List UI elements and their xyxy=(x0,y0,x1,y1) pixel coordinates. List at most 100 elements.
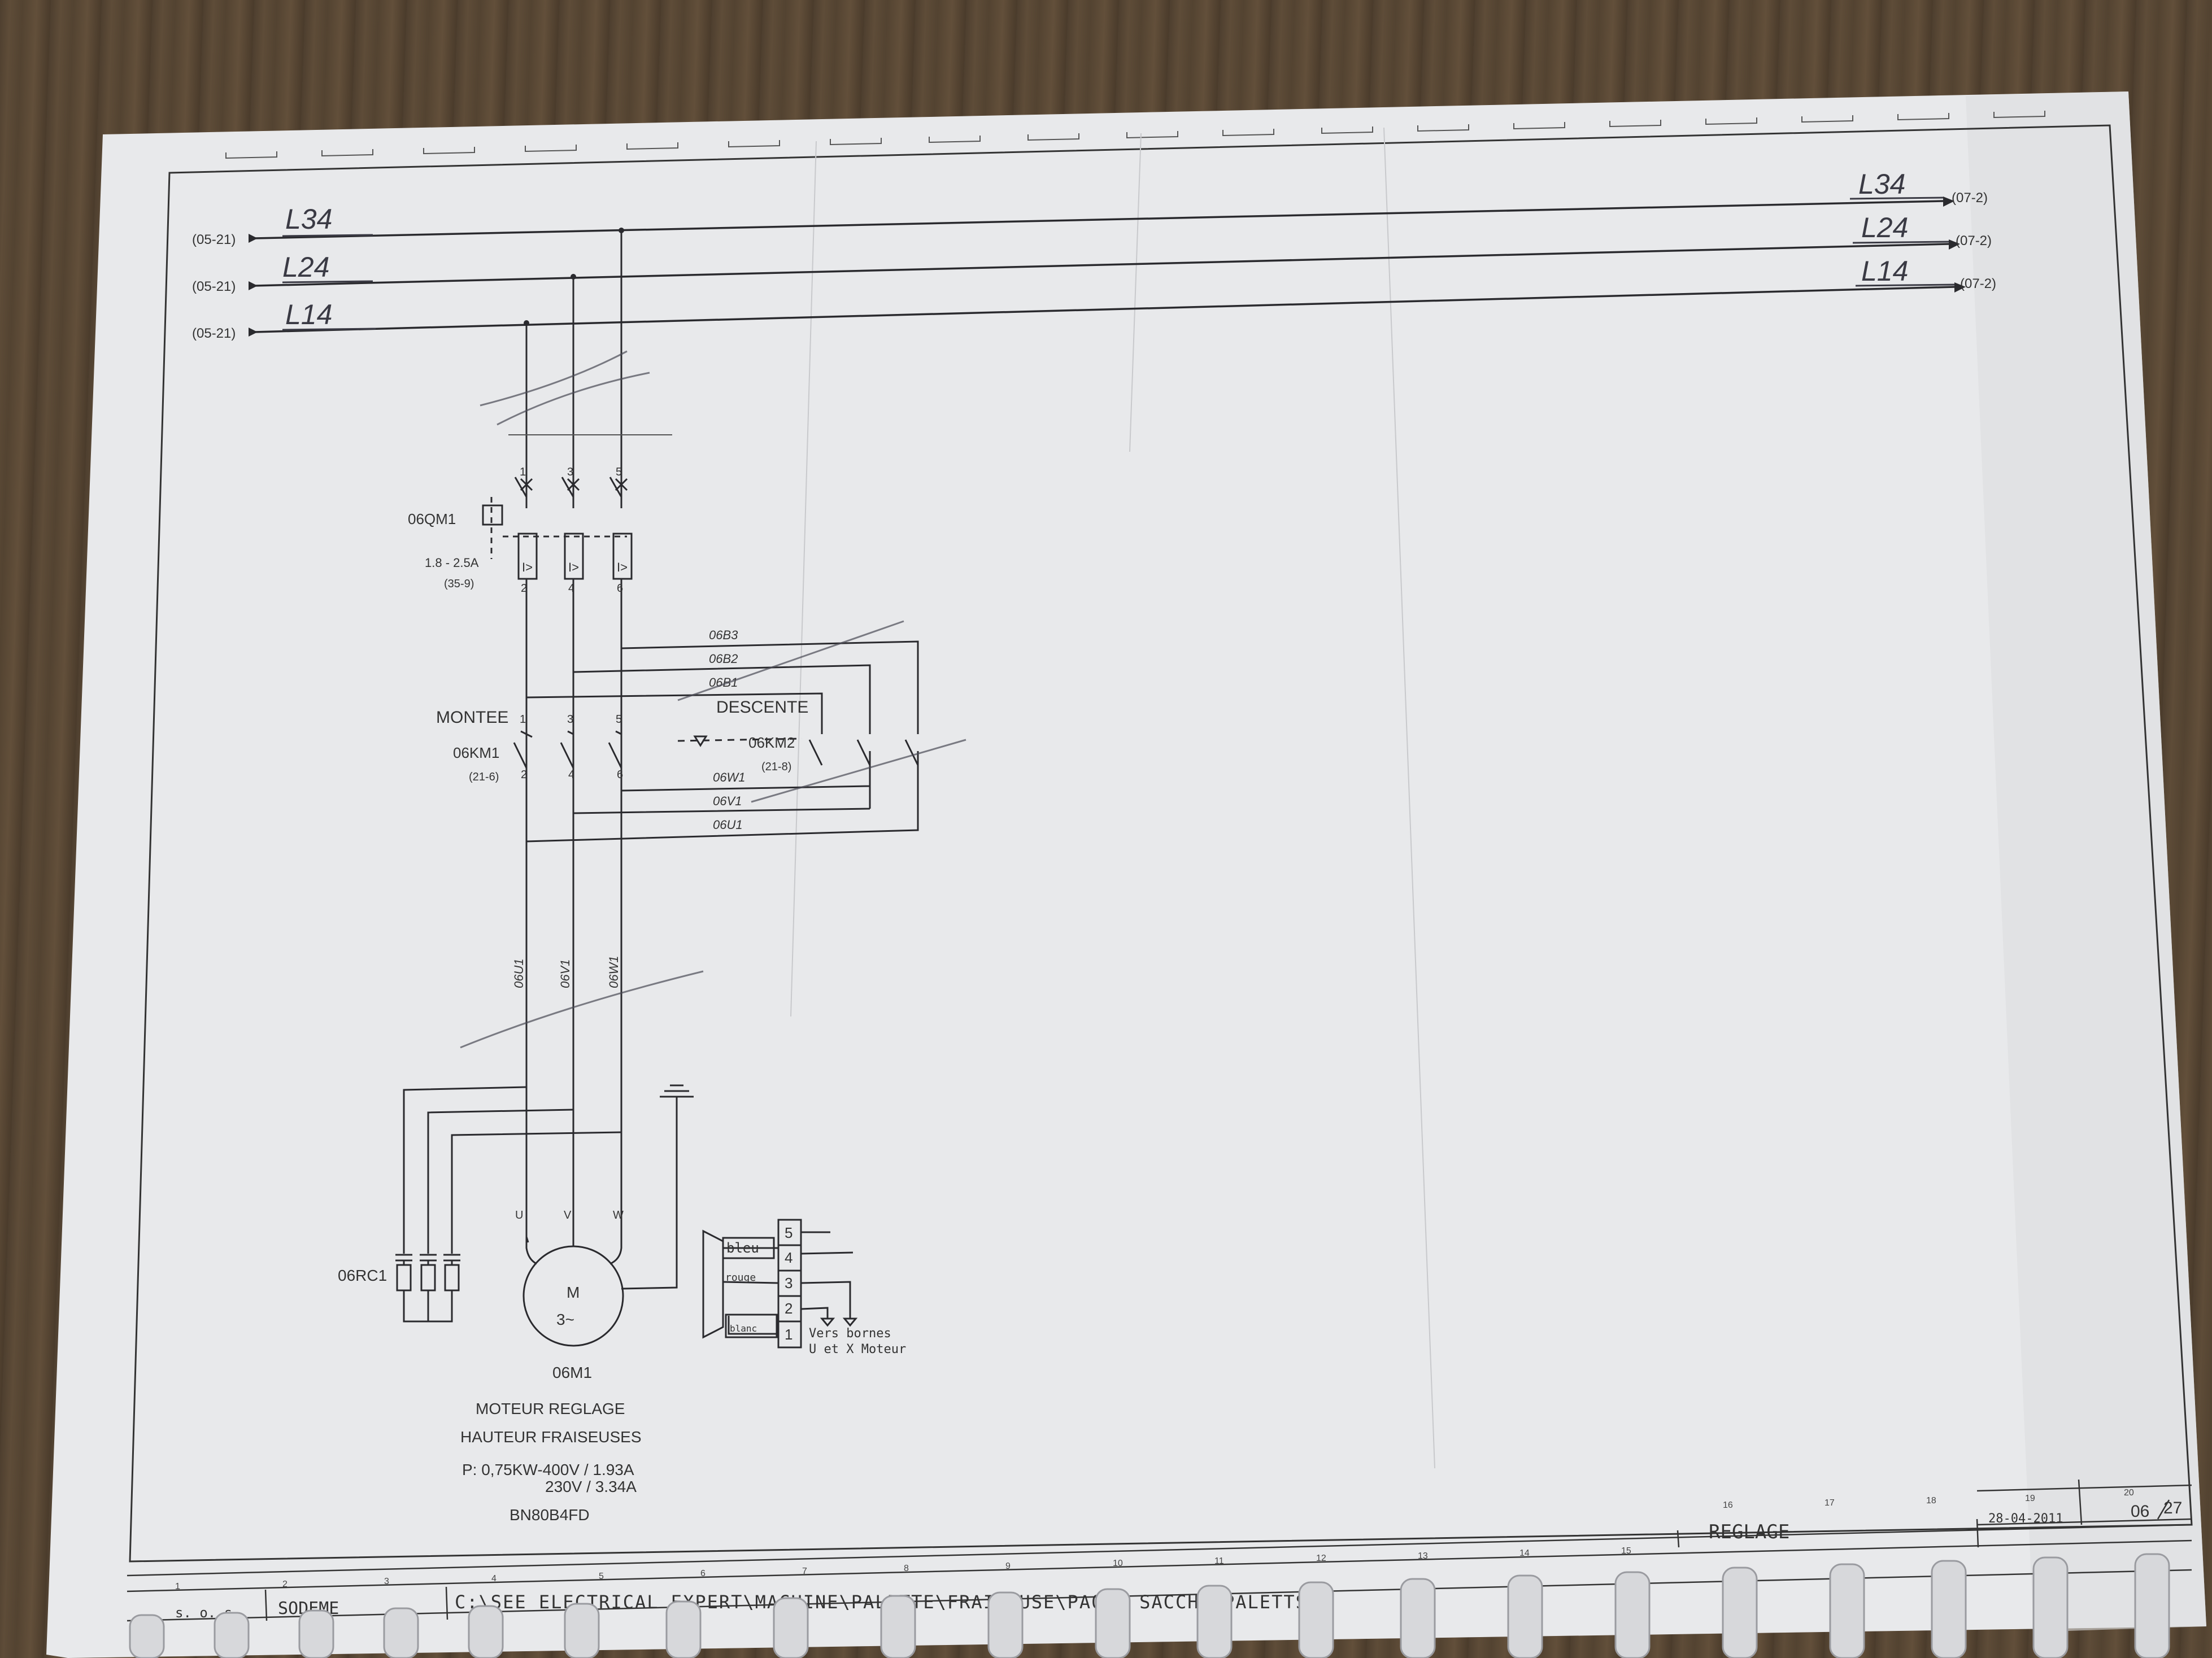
motor-title-line1: MOTEUR REGLAGE xyxy=(476,1400,625,1417)
column-number-19: 19 xyxy=(2025,1494,2035,1503)
handwritten-underlines xyxy=(282,197,1955,331)
column-number-9: 9 xyxy=(1005,1561,1011,1571)
breaker-terminal-4: 4 xyxy=(568,582,574,595)
handwritten-label-l34-right: L34 xyxy=(1858,168,1905,200)
section-name: REGLAGE xyxy=(1709,1521,1789,1543)
trip-symbol-2: I> xyxy=(568,560,579,574)
column-number-6: 6 xyxy=(700,1569,706,1578)
column-number-11: 11 xyxy=(1214,1556,1224,1566)
terminal-number-1: 1 xyxy=(785,1326,793,1343)
page-slash xyxy=(2157,1499,2170,1520)
wire-label-06b2: 06B2 xyxy=(709,652,738,666)
contactor-down-id: 06KM2 xyxy=(748,734,795,751)
wire-color-rouge: rouge xyxy=(725,1272,756,1284)
column-number-8: 8 xyxy=(904,1564,909,1573)
motor-feed-conductors xyxy=(525,841,622,1242)
bus-lines xyxy=(254,200,1955,333)
motor-id: 06M1 xyxy=(552,1364,592,1381)
breaker-id: 06QM1 xyxy=(408,511,456,527)
column-number-10: 10 xyxy=(1113,1559,1123,1568)
bus-to-ref-l14: (07-2) xyxy=(1960,276,1996,291)
brake-terminal-block xyxy=(702,1219,858,1349)
terminal-number-2: 2 xyxy=(785,1300,793,1317)
pencil-strike-marks xyxy=(460,350,966,1049)
motor-symbol: M xyxy=(567,1284,580,1301)
trip-symbol-1: I> xyxy=(522,560,533,574)
column-number-18: 18 xyxy=(1926,1496,1936,1506)
handwritten-label-l14-left: L14 xyxy=(285,299,332,330)
column-number-7: 7 xyxy=(802,1567,807,1576)
rc-filter-id: 06RC1 xyxy=(338,1267,387,1284)
breaker-06qm1 xyxy=(482,477,633,841)
motor-cable-06u1: 06U1 xyxy=(512,958,526,988)
contactor-06km1 xyxy=(513,730,622,769)
wire-label-06b3: 06B3 xyxy=(709,628,738,642)
breaker-range: 1.8 - 2.5A xyxy=(425,556,479,570)
bus-to-ref-l34: (07-2) xyxy=(1952,190,1988,206)
contactor-up-ref: (21-6) xyxy=(469,771,499,783)
wire-label-06v1: 06V1 xyxy=(713,794,742,808)
km1-terminal-4: 4 xyxy=(568,769,574,781)
paper-shadow xyxy=(1966,91,2206,1632)
motor-06m1 xyxy=(522,1231,624,1347)
column-number-15: 15 xyxy=(1621,1546,1631,1556)
handwritten-label-l34-left: L34 xyxy=(285,203,332,235)
brake-note-line1: Vers bornes xyxy=(809,1327,891,1341)
terminal-number-5: 5 xyxy=(785,1224,793,1241)
contactor-06km2 xyxy=(677,723,919,766)
km1-terminal-5: 5 xyxy=(616,713,622,726)
breaker-ref: (35-9) xyxy=(444,578,474,590)
breaker-terminal-6: 6 xyxy=(617,582,623,595)
motor-terminal-u: U xyxy=(515,1209,523,1221)
motor-cable-06v1: 06V1 xyxy=(558,959,572,988)
bus-arrows xyxy=(249,197,1966,337)
wire-color-blanc: blanc xyxy=(730,1323,757,1334)
km1-terminal-1: 1 xyxy=(520,713,526,726)
column-number-17: 17 xyxy=(1825,1498,1835,1508)
label-descente: DESCENTE xyxy=(716,698,808,717)
column-number-12: 12 xyxy=(1316,1554,1326,1563)
bus-to-ref-l24: (07-2) xyxy=(1956,233,1992,248)
bus-from-ref-l24: (05-21) xyxy=(192,279,236,294)
breaker-terminal-5: 5 xyxy=(616,466,622,478)
paper xyxy=(46,91,2206,1658)
column-number-4: 4 xyxy=(491,1574,497,1583)
motor-terminal-w: W xyxy=(613,1209,624,1221)
column-number-14: 14 xyxy=(1519,1548,1530,1558)
column-number-5: 5 xyxy=(599,1572,604,1581)
bus-from-ref-l34: (05-21) xyxy=(192,232,236,247)
trip-symbol-3: I> xyxy=(617,560,628,574)
rc-filter-06rc1 xyxy=(395,1086,622,1323)
breaker-terminal-2: 2 xyxy=(521,582,527,595)
binding-rings xyxy=(129,1553,2170,1658)
wire-label-06u1: 06U1 xyxy=(713,818,743,832)
label-montee: MONTEE xyxy=(436,708,508,727)
terminal-number-3: 3 xyxy=(785,1275,793,1292)
motor-title-line2: HAUTEUR FRAISEUSES xyxy=(460,1428,642,1446)
motor-terminal-v: V xyxy=(564,1209,572,1221)
column-number-1: 1 xyxy=(175,1582,180,1591)
wire-label-06w1: 06W1 xyxy=(713,770,745,784)
breaker-terminal-3: 3 xyxy=(567,466,573,478)
handwritten-label-l24-right: L24 xyxy=(1861,212,1908,243)
km1-terminal-2: 2 xyxy=(521,769,527,781)
column-number-2: 2 xyxy=(282,1580,288,1589)
top-reference-tabs xyxy=(225,111,2045,159)
contactor-up-id: 06KM1 xyxy=(453,744,499,761)
km1-terminal-6: 6 xyxy=(617,769,623,781)
column-number-20: 20 xyxy=(2124,1488,2134,1498)
motor-power-line1: P: 0,75KW-400V / 1.93A xyxy=(462,1461,634,1478)
page-number: 06 xyxy=(2131,1502,2149,1521)
motor-cable-06w1: 06W1 xyxy=(607,956,621,988)
reversing-wiring xyxy=(526,640,919,843)
bus-from-ref-l14: (05-21) xyxy=(192,326,236,341)
column-number-3: 3 xyxy=(384,1577,389,1586)
motor-model: BN80B4FD xyxy=(510,1506,590,1524)
handwritten-label-l24-left: L24 xyxy=(282,251,329,283)
contactor-down-ref: (21-8) xyxy=(761,761,791,773)
brake-note-line2: U et X Moteur xyxy=(809,1342,906,1356)
terminal-number-4: 4 xyxy=(785,1249,793,1266)
drawing-date: 28-04-2011 xyxy=(1988,1512,2063,1526)
earth-symbol xyxy=(621,1084,694,1290)
page-total: 27 xyxy=(2163,1499,2182,1517)
